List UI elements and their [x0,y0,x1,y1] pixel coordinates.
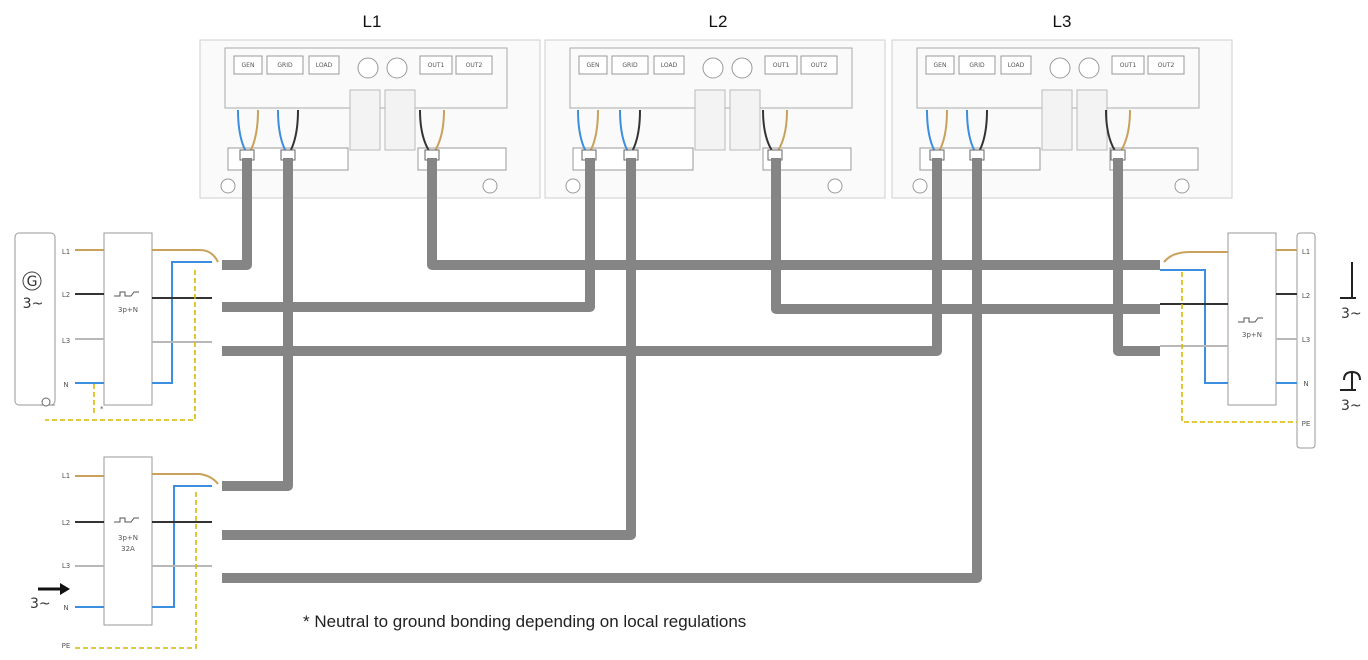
load-terminal-pe: PE [1302,420,1311,428]
phase-label-l2: L2 [709,12,728,31]
inverter-l2: GEN GRID LOAD OUT1 OUT2 [544,39,886,199]
inverter-label: GRID [622,62,638,69]
inverter-label: LOAD [1008,62,1025,69]
gen-terminal-l1: L1 [62,248,70,256]
grid-terminal-l3: L3 [62,562,70,570]
gen-terminal-l3: L3 [62,337,70,345]
phase-label-l3: L3 [1053,12,1072,31]
inverter-label: GEN [587,62,600,69]
gen-terminal-l2: L2 [62,291,70,299]
grid-type: 3~ [30,596,51,612]
inverter-l3: GEN GRID LOAD OUT1 OUT2 [891,39,1233,199]
grid-breaker [103,456,153,626]
grid-terminal-pe: PE [62,642,71,650]
generator-breaker-label: 3p+N [118,306,138,314]
bond-mark: * [100,405,104,413]
footnote: * Neutral to ground bonding depending on… [303,612,746,631]
breaker-icon [114,517,139,523]
load-type-top: 3~ [1341,306,1362,322]
generator-symbol: G [27,274,38,290]
load-breaker-label: 3p+N [1242,331,1262,339]
cable-routes [222,158,1160,583]
inverter-label: OUT1 [773,62,790,69]
inverter-l1: GEN GRID LOAD OUT1 OUT2 [199,39,541,199]
phase-label-l1: L1 [363,12,382,31]
inverter-label: GRID [969,62,985,69]
inverter-label: OUT2 [466,62,483,69]
generator-breaker [103,232,153,406]
breaker-icon [114,291,139,297]
grid-arrowhead [60,583,70,595]
grid-terminal-l2: L2 [62,519,70,527]
load-terminal-strip [1296,232,1316,449]
inverter-label: OUT2 [1158,62,1175,69]
generator-section: G 3~ L1 L2 L3 N 3p+N * [14,232,219,421]
inverter-label: OUT2 [811,62,828,69]
generator-type: 3~ [23,296,44,312]
gen-terminal-n: N [63,381,68,389]
grid-breaker-label: 3p+N [118,534,138,542]
grid-terminal-n: N [63,604,68,612]
load-terminal-l1: L1 [1302,248,1310,256]
load-section: L1 L2 L3 N PE 3p+N 3~ 3~ [1160,232,1362,449]
load-breaker [1227,232,1277,406]
generator-panel [14,232,56,406]
breaker-icon [1238,317,1263,323]
grid-breaker-rating: 32A [121,545,135,553]
inverter-label: OUT1 [428,62,445,69]
inverter-label: OUT1 [1120,62,1137,69]
grid-terminal-l1: L1 [62,472,70,480]
inverter-label: GEN [242,62,255,69]
load-plug-icon [1340,262,1356,299]
load-type-bottom: 3~ [1341,398,1362,414]
load-terminal-n: N [1303,380,1308,388]
ground-icon [41,397,51,407]
inverter-label: LOAD [316,62,333,69]
load-terminal-l2: L2 [1302,292,1310,300]
inverter-label: GRID [277,62,293,69]
load-socket-icon [1340,370,1361,391]
inverter-label: GEN [934,62,947,69]
grid-section: 3~ L1 L2 L3 N PE 3p+N 32A [30,456,219,650]
load-terminal-l3: L3 [1302,336,1310,344]
generator-icon [22,271,42,291]
inverter-label: LOAD [661,62,678,69]
